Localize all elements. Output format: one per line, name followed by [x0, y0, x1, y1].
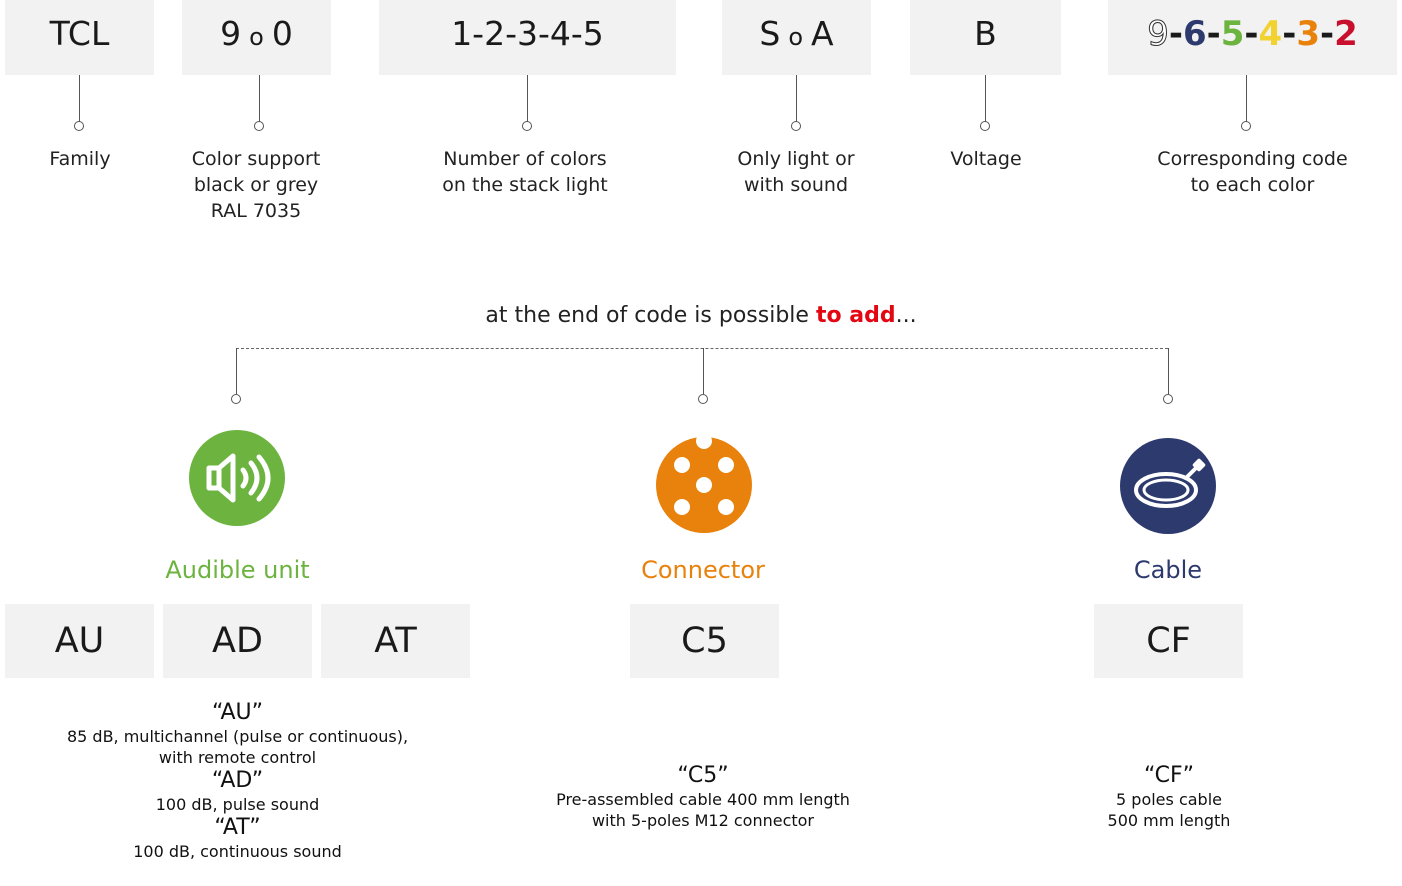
- code-light-sound-or: o: [788, 22, 804, 51]
- desc-at-code: “AT”: [214, 815, 261, 840]
- connector-line-color-support: [259, 75, 260, 122]
- code-light-sound-right: A: [811, 14, 834, 53]
- connector-dot-family: [74, 121, 84, 131]
- color-code-char: 3: [1296, 13, 1321, 54]
- label-number-colors: Number of colors on the stack light: [442, 148, 608, 196]
- code-box-family: TCL: [5, 0, 154, 75]
- options-bracket-line: [236, 348, 1168, 349]
- code-box-color-support: 9 o 0: [182, 0, 331, 75]
- desc-c5-code: “C5”: [677, 763, 729, 788]
- cable-description: “CF” 5 poles cable 500 mm length: [1060, 763, 1278, 831]
- color-code-char: 2: [1334, 13, 1358, 54]
- color-code-char: 6: [1182, 13, 1207, 54]
- connector-line-light-sound: [796, 75, 797, 122]
- heading-text-before: at the end of code is possible: [485, 303, 816, 328]
- connector-icon: [656, 437, 752, 533]
- code-box-number-colors: 1-2-3-4-5: [379, 0, 676, 75]
- code-box-voltage: B: [910, 0, 1061, 75]
- option-code-ad: AD: [212, 621, 263, 661]
- desc-at-text: 100 dB, continuous sound: [133, 842, 342, 861]
- code-color-support-or: o: [249, 22, 264, 51]
- code-family-text: TCL: [49, 14, 110, 53]
- code-color-support-left: 9: [220, 14, 242, 53]
- label-light-sound: Only light or with sound: [737, 148, 855, 196]
- bracket-dot-audible: [231, 394, 241, 404]
- code-box-color-code: 9-6-5-4-3-2: [1108, 0, 1397, 75]
- color-code-sequence: 9-6-5-4-3-2: [1147, 13, 1358, 54]
- color-code-char: -: [1282, 13, 1297, 54]
- option-code-c5: C5: [681, 621, 728, 661]
- color-code-char: -: [1320, 13, 1335, 54]
- connector-dot-number-colors: [522, 121, 532, 131]
- desc-cf-code: “CF”: [1143, 763, 1195, 788]
- connector-line-number-colors: [527, 75, 528, 122]
- bracket-drop-audible: [236, 348, 237, 394]
- connector-line-color-code: [1246, 75, 1247, 122]
- bracket-dot-cable: [1163, 394, 1173, 404]
- color-code-char: 4: [1258, 13, 1283, 54]
- category-connector-title: Connector: [641, 556, 765, 584]
- connector-line-voltage: [985, 75, 986, 122]
- heading-highlight: to add: [815, 303, 896, 328]
- connector-dot-voltage: [980, 121, 990, 131]
- bracket-drop-cable: [1168, 348, 1169, 394]
- add-options-heading: at the end of code is possible to add...: [0, 303, 1402, 328]
- color-code-char: -: [1206, 13, 1221, 54]
- heading-text-after: ...: [895, 303, 917, 328]
- label-voltage: Voltage: [950, 148, 1022, 170]
- option-code-at: AT: [374, 621, 417, 661]
- code-light-sound-left: S: [759, 14, 781, 53]
- option-box-au: AU: [5, 604, 154, 678]
- bracket-dot-connector: [698, 394, 708, 404]
- desc-ad-code: “AD”: [211, 768, 264, 793]
- code-box-light-sound: S o A: [722, 0, 871, 75]
- desc-cf-text: 5 poles cable 500 mm length: [1107, 790, 1231, 830]
- color-code-char: -: [1244, 13, 1259, 54]
- desc-au-text: 85 dB, multichannel (pulse or continuous…: [66, 727, 409, 767]
- bracket-drop-connector: [703, 348, 704, 394]
- category-audible-title: Audible unit: [165, 556, 310, 584]
- color-code-char: 9: [1147, 13, 1170, 54]
- option-code-cf: CF: [1146, 621, 1191, 661]
- option-box-ad: AD: [163, 604, 312, 678]
- option-box-at: AT: [321, 604, 470, 678]
- cable-icon: [1120, 438, 1216, 534]
- color-code-char: -: [1168, 13, 1183, 54]
- speaker-icon: [189, 430, 285, 526]
- connector-line-family: [79, 75, 80, 122]
- connector-dot-color-support: [254, 121, 264, 131]
- color-code-char: 5: [1220, 13, 1245, 54]
- desc-ad-text: 100 dB, pulse sound: [155, 795, 320, 814]
- option-box-cf: CF: [1094, 604, 1243, 678]
- connector-dot-color-code: [1241, 121, 1251, 131]
- option-box-c5: C5: [630, 604, 779, 678]
- category-cable-title: Cable: [1133, 556, 1203, 584]
- code-color-support-right: 0: [271, 14, 293, 53]
- code-number-colors-text: 1-2-3-4-5: [451, 14, 604, 53]
- label-color-code: Corresponding code to each color: [1157, 148, 1348, 196]
- code-voltage-text: B: [974, 14, 997, 53]
- label-family: Family: [49, 148, 111, 170]
- desc-au-code: “AU”: [211, 700, 264, 725]
- option-code-au: AU: [54, 621, 105, 661]
- label-color-support: Color support black or grey RAL 7035: [191, 148, 321, 222]
- connector-description: “C5” Pre-assembled cable 400 mm length w…: [520, 763, 886, 831]
- audible-descriptions: “AU” 85 dB, multichannel (pulse or conti…: [20, 700, 455, 862]
- connector-dot-light-sound: [791, 121, 801, 131]
- desc-c5-text: Pre-assembled cable 400 mm length with 5…: [556, 790, 850, 830]
